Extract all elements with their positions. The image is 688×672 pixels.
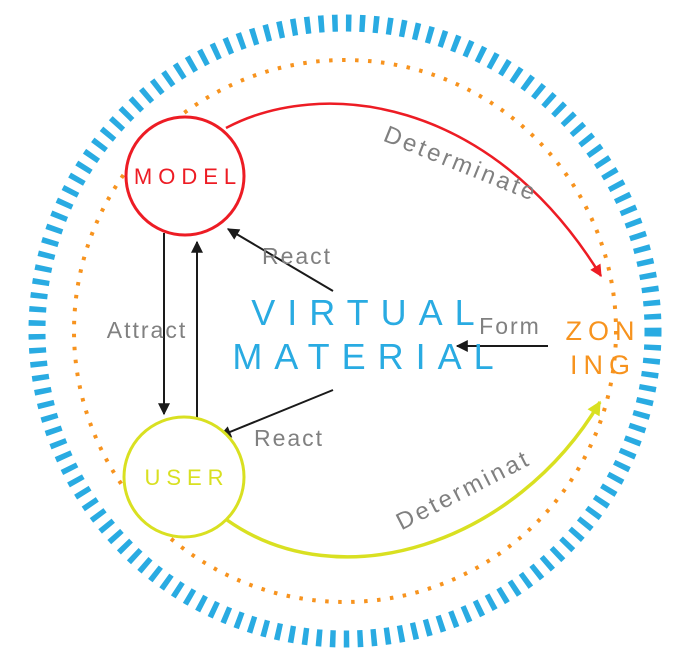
user-node-label: USER [144,465,229,490]
label-react-top: React [262,243,332,269]
zoning-label-line1: ZON [566,316,641,346]
edge-react-to-user [218,389,334,438]
model-node-label: MODEL [134,164,242,189]
label-determinate-bottom: Determinat [392,445,536,536]
edge-model-to-zoning [225,102,603,278]
label-attract: Attract [107,317,187,343]
edge-react-to-model [226,228,334,292]
user-node-circle [122,415,246,539]
label-determinate-top: Determinate [380,121,542,207]
label-react-bottom: React [254,425,324,451]
outer-dashed-ring [28,14,662,648]
edge-user-to-zoning [225,400,602,559]
center-title-line2: MATERIAL [232,336,505,377]
zoning-label-line2: ING [570,350,636,380]
center-title-line1: VIRTUAL [251,292,486,333]
label-form: Form [479,313,541,339]
model-node-circle [124,115,246,237]
inner-dotted-ring [72,58,618,604]
